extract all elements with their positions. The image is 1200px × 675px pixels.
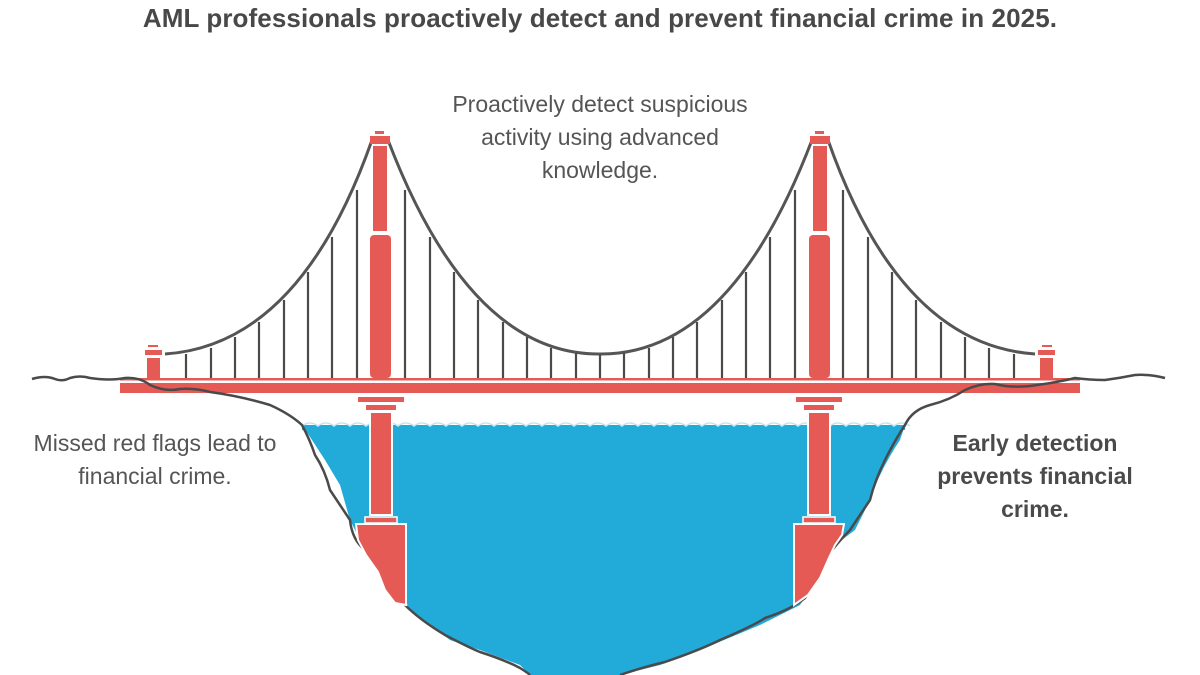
left-tower [354,131,407,607]
left-end-pylon [145,345,162,378]
left-label-missed-red-flags: Missed red flags lead to financial crime… [33,430,277,489]
top-label-proactive-detection: Proactively detect suspicious activity u… [452,91,748,183]
suspension-cables [164,139,1036,356]
right-tower [793,131,846,607]
right-label-early-detection: Early detection prevents financial crime… [937,430,1133,522]
left-bank-outline [31,375,531,675]
page-title: AML professionals proactively detect and… [142,3,1058,33]
bridge-deck [120,383,1080,393]
right-end-pylon [1038,345,1055,378]
water-body [302,425,905,675]
hangers [184,190,1016,378]
right-bank-outline [619,373,1166,675]
